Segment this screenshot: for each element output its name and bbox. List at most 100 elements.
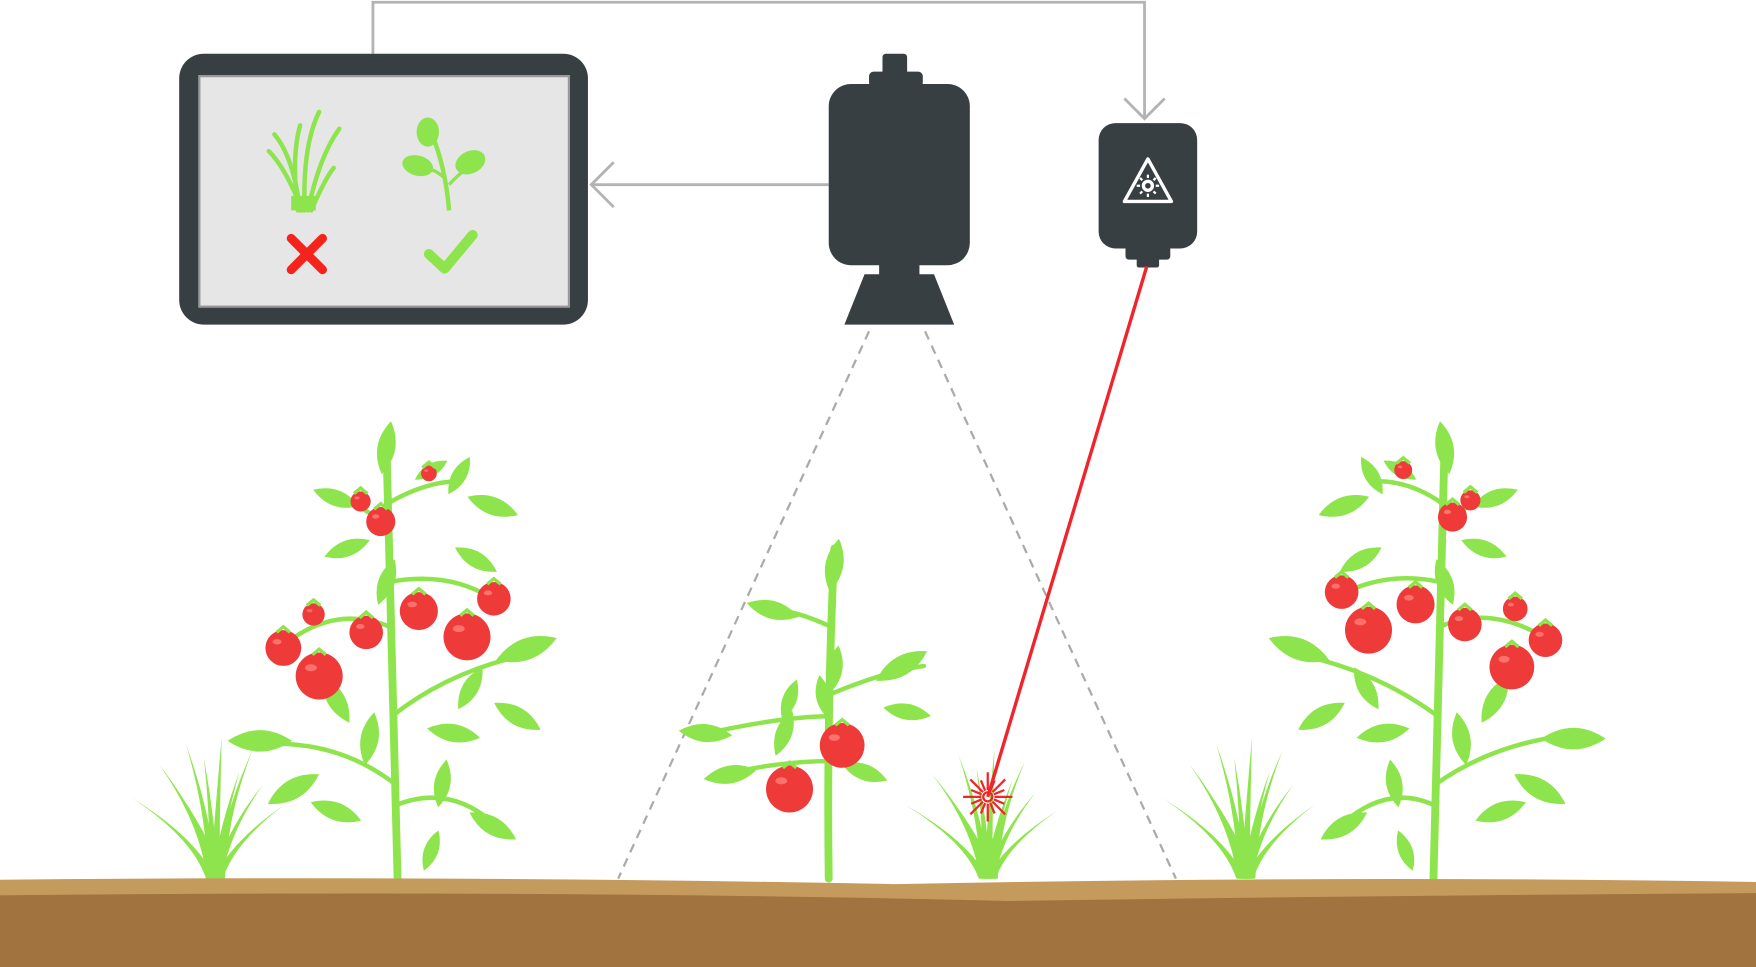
tomato-calyx: [1407, 579, 1424, 589]
burst-ray: [970, 788, 982, 796]
grass-blade: [173, 784, 224, 879]
tomato: [1324, 575, 1359, 609]
grass-blade: [159, 764, 217, 879]
leaf: [467, 494, 519, 517]
burst-center: [982, 791, 994, 803]
leaf: [427, 723, 481, 743]
tomato: [1448, 607, 1482, 642]
leaf: [1514, 774, 1566, 804]
tomato-plant-right: [1268, 421, 1606, 883]
leaf: [1435, 421, 1455, 475]
tomato-calyx: [1457, 602, 1473, 612]
tomato-highlight: [1443, 509, 1452, 515]
laser-emitter: [1098, 123, 1198, 268]
tomato-highlight: [828, 734, 840, 741]
tomato-calyx: [459, 607, 475, 617]
tomato: [766, 765, 814, 813]
tomato-highlight: [305, 664, 317, 672]
leaf: [1434, 559, 1455, 605]
leaf: [267, 774, 320, 804]
tomato-highlight: [372, 514, 380, 519]
leaf: [825, 645, 843, 694]
leaf: [883, 703, 931, 721]
tomato-calyx: [311, 646, 327, 657]
tomato: [349, 615, 384, 650]
leaf: [458, 667, 483, 710]
leaf: [875, 651, 928, 681]
leaf: [324, 538, 370, 559]
tomato-highlight: [775, 777, 788, 785]
tomato-calyx: [275, 624, 292, 634]
plant-branch: [387, 576, 495, 602]
leaf: [1475, 800, 1526, 823]
leaf: [815, 674, 831, 718]
tomato: [399, 592, 438, 631]
tomato-calyx: [1462, 484, 1479, 494]
leaf: [1354, 667, 1379, 710]
accept-check-icon: [423, 229, 478, 274]
leaf: [455, 547, 497, 572]
classification-screen: [179, 53, 588, 325]
laser-beam: [986, 265, 1149, 798]
leaf: [678, 724, 733, 743]
leaf: [494, 702, 541, 730]
weed-targeted: [904, 749, 1058, 879]
tomato-calyx: [352, 485, 369, 495]
tomato-highlight: [272, 639, 282, 645]
tomato-calyx: [1507, 590, 1524, 601]
tomato-highlight: [452, 625, 465, 633]
leaf: [703, 765, 757, 784]
plant-branch: [705, 714, 834, 736]
burst-ray: [989, 779, 996, 792]
burst-ray: [979, 779, 987, 792]
tomato-highlight: [1454, 616, 1464, 622]
tomato-highlight: [1404, 594, 1414, 601]
weed-icon: [266, 109, 342, 213]
tomato-calyx: [358, 610, 375, 620]
leaf: [227, 730, 293, 752]
weed-left: [132, 737, 285, 879]
grass-blade: [1241, 771, 1270, 879]
tomato-calyx: [1360, 601, 1377, 611]
leaf: [746, 600, 799, 620]
tomato-highlight: [306, 608, 313, 613]
tomato-highlight: [1464, 495, 1470, 499]
tomato: [477, 581, 511, 616]
grass-blade: [211, 771, 240, 879]
leaf: [1452, 712, 1471, 766]
tomato: [1396, 585, 1435, 624]
tomato-highlight: [1535, 631, 1544, 637]
grass-blade: [931, 773, 989, 879]
tomato: [1528, 623, 1563, 657]
tomato-calyx: [1333, 569, 1350, 579]
burst-ray: [991, 778, 1006, 793]
reject-x-icon: [286, 233, 328, 275]
burst-ray: [969, 778, 984, 793]
leaf: [1318, 494, 1370, 517]
leaf: [448, 457, 470, 495]
leaf: [376, 559, 397, 605]
grass-blade: [1203, 784, 1255, 879]
camera-view-right: [924, 330, 1177, 880]
tomato-highlight: [407, 601, 417, 608]
leaf: [841, 762, 888, 783]
tomato: [421, 465, 437, 482]
plant-branch: [1375, 479, 1445, 506]
tomato-highlight: [1354, 618, 1367, 626]
grass-blade: [984, 780, 1013, 879]
leaf: [376, 421, 396, 475]
tomato-calyx: [1537, 617, 1554, 627]
tomato: [1394, 461, 1413, 480]
laser-impact-burst: [963, 772, 1013, 822]
tomato-calyx: [834, 717, 850, 727]
leaf: [1385, 759, 1403, 808]
tomato-highlight: [354, 496, 360, 500]
burst-ray: [993, 798, 1005, 805]
leaf: [433, 759, 451, 808]
grass-blade: [988, 761, 1025, 879]
tomato-highlight: [1397, 465, 1403, 469]
tomato: [350, 491, 371, 512]
burst-ray: [970, 798, 982, 805]
leaf: [422, 830, 440, 871]
tomato: [1502, 596, 1528, 622]
